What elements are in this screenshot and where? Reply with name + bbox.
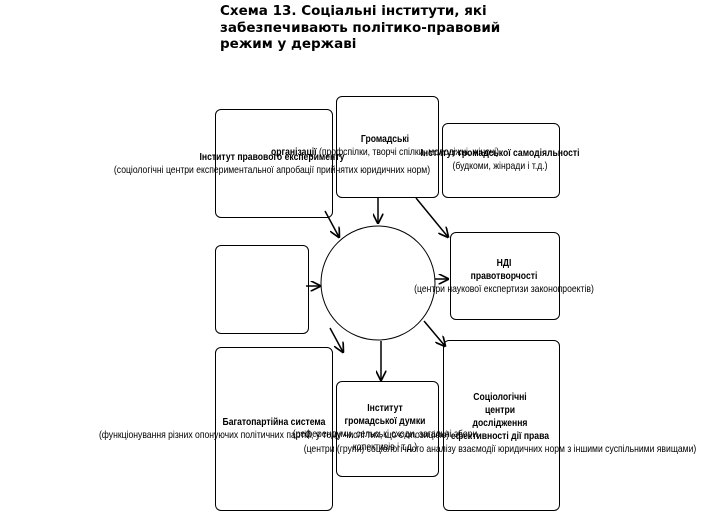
- self-government-box: [442, 123, 560, 198]
- arrow-multiparty: [329, 327, 343, 352]
- self-government-text: Інститут громадської самодіяльності (буд…: [420, 147, 579, 173]
- public-opinion-name-2: громадської думки: [344, 415, 426, 427]
- public-opinion-name-1: Інститут: [367, 402, 403, 414]
- multiparty-text: Багатопартійна система (функціонування р…: [99, 416, 449, 442]
- public-opinion-text: Інститут громадської думки (референдуми,…: [293, 402, 478, 454]
- public-opinion-note-2: колективів і т.д.): [352, 441, 418, 453]
- civic-orgs-name-2: організації: [271, 146, 317, 158]
- arrow-legal-experiment: [324, 210, 339, 237]
- multiparty-name: Багатопартійна система: [222, 416, 326, 428]
- public-opinion-note-1: (референдуми, сельські сходи, загальні з…: [292, 428, 478, 440]
- self-government-note: (будкоми, жінради і т.д.): [452, 160, 548, 172]
- sociological-name-4: ефективності дії права: [450, 430, 550, 442]
- sociological-name-3: дослідження: [472, 417, 528, 429]
- nii-name-2: правотворчості: [470, 270, 538, 282]
- title-line-3: режим у державі: [220, 36, 357, 52]
- title-line-2: забезпечивають політико-правовий: [220, 19, 501, 36]
- self-government-name: Інститут громадської самодіяльності: [420, 147, 580, 159]
- title-line-1: Схема 13. Соціальні інститути, які: [220, 3, 487, 19]
- legal-experiment-note: (соціологічні центри експериментальної а…: [113, 164, 431, 176]
- legal-experiment-name: Інститут правового експерименту: [199, 151, 345, 163]
- civic-orgs-note: (профспілки, творчі спілки, молодіжні, ж…: [318, 146, 499, 158]
- nii-text: НДІ правотворчості (центри наукової експ…: [414, 257, 594, 296]
- multiparty-note: (функціонування різних опонуючих політич…: [98, 429, 450, 441]
- legal-experiment-box: [215, 109, 333, 218]
- nii-box: [450, 232, 560, 320]
- legal-experiment-text: Інститут правового експерименту (соціоло…: [114, 151, 430, 177]
- nii-name-1: НДІ: [496, 257, 512, 269]
- empty-left-box: [215, 245, 309, 334]
- civic-orgs-box: [336, 96, 439, 198]
- civic-orgs-text: Громадські організації (профспілки, твор…: [271, 133, 499, 159]
- arrow-sociological: [423, 320, 445, 346]
- sociological-name-2: центри: [484, 404, 516, 416]
- civic-orgs-name-1: Громадські: [360, 133, 410, 145]
- arrow-self-government: [415, 197, 448, 237]
- diagram-title: Схема 13. Соціальні інститути, які забез…: [220, 3, 540, 53]
- sociological-text: Соціологічні центри дослідження ефективн…: [304, 391, 697, 456]
- sociological-name-1: Соціологічні: [473, 391, 527, 403]
- public-opinion-box: [336, 381, 439, 477]
- nii-note: (центри наукової експертизи законопроект…: [414, 283, 594, 295]
- sociological-note: (центри (групи) соціологічного аналізу в…: [303, 443, 697, 455]
